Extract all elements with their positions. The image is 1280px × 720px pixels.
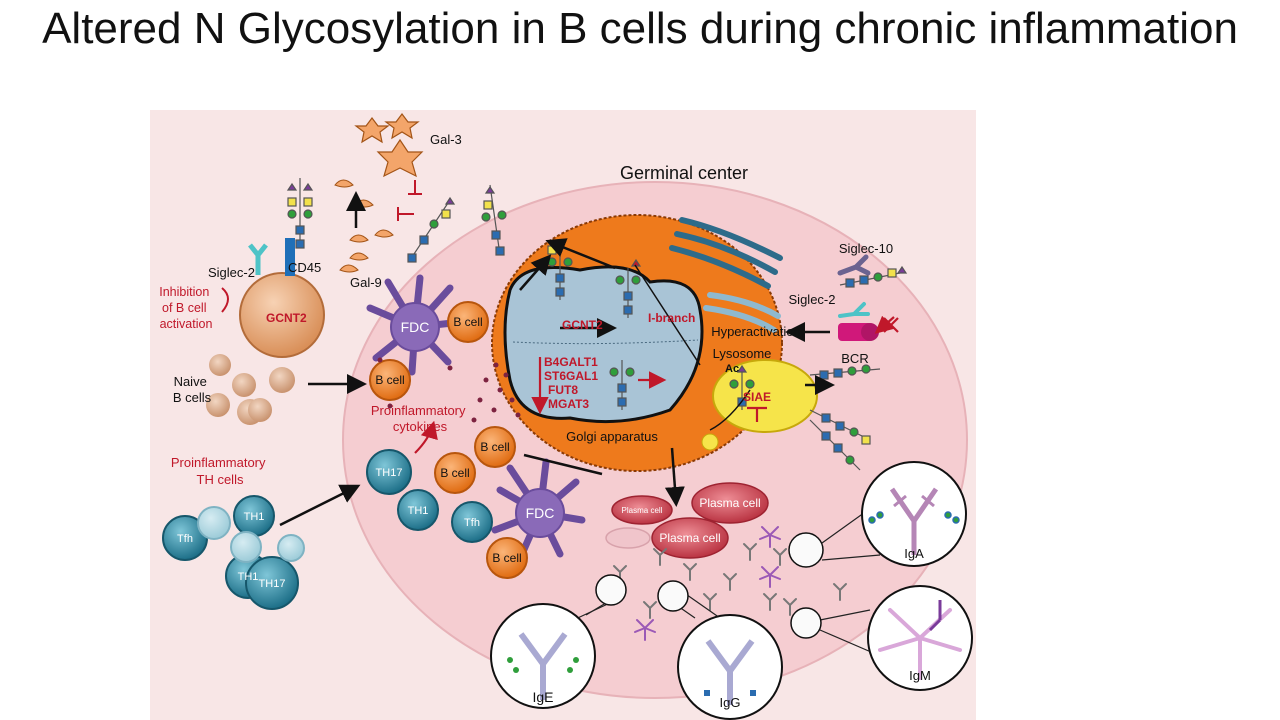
- glycosylation-diagram: Gal-3 CD45 Gal-9 Siglec-2 GCNT2 Inhibiti…: [150, 110, 976, 720]
- galectin-gal3: [354, 113, 424, 178]
- label-inhibition-line1: Inhibition: [159, 285, 209, 299]
- siglec10-receptor: [837, 254, 871, 276]
- label-siae: SIAE: [743, 390, 771, 404]
- label-ac: Ac: [725, 363, 739, 375]
- label-cd45: CD45: [288, 260, 321, 275]
- bcr-receptor: [838, 323, 879, 341]
- plasma-cells: [605, 482, 769, 559]
- label-b-cell-3: B cell: [480, 440, 509, 454]
- label-plasma-cell-3: Plasma cell: [659, 531, 720, 545]
- iga-zoom: [861, 461, 967, 567]
- ige-zoom: [490, 603, 596, 709]
- label-b-cell-2: B cell: [375, 373, 404, 387]
- label-th17-gc: TH17: [376, 467, 403, 479]
- slide-title: Altered N Glycosylation in B cells durin…: [42, 4, 1238, 53]
- label-b-cell-5: B cell: [492, 551, 521, 565]
- label-enzyme-st6gal1: ST6GAL1: [544, 369, 598, 383]
- label-siglec2-right: Siglec-2: [789, 292, 836, 307]
- label-proinflam-th-line2: TH cells: [197, 472, 244, 487]
- lysosome: [701, 359, 818, 451]
- siglec2-receptor-right: [838, 302, 870, 318]
- antibody-glyphs: [613, 543, 847, 619]
- label-siglec2-left: Siglec-2: [208, 265, 255, 280]
- naive-b-cells: [206, 354, 295, 425]
- label-golgi: Golgi apparatus: [566, 429, 658, 444]
- label-naive: Naive B cells: [173, 374, 212, 405]
- label-germinal-center: Germinal center: [620, 163, 748, 183]
- label-ibranch: I-branch: [648, 311, 695, 325]
- label-th1-left: TH1: [244, 511, 265, 523]
- label-inhibition-line3: activation: [160, 317, 213, 331]
- b-cells: [369, 301, 528, 579]
- label-inhibition-line2: of B cell: [162, 301, 206, 315]
- fdc-bottom: [491, 458, 586, 558]
- label-ige: IgE: [532, 689, 553, 705]
- fdc-top: [366, 274, 466, 376]
- igm-zoom: [867, 585, 973, 691]
- label-b-cell-1: B cell: [453, 315, 482, 329]
- zoom-circles-small: [595, 532, 824, 639]
- label-b-cell-4: B cell: [440, 466, 469, 480]
- label-proinflam-cytokines: Proinflammatory cytokines: [371, 403, 469, 434]
- label-plasma-cell-2: Plasma cell: [699, 496, 760, 510]
- label-enzyme-mgat3: MGAT3: [548, 397, 589, 411]
- label-bcr: BCR: [841, 351, 868, 366]
- label-hyperactivation: Hyperactivation: [711, 324, 801, 339]
- inhibited-b-cell: [239, 238, 325, 358]
- label-gal9: Gal-9: [350, 275, 382, 290]
- label-proinflam-cytokines-line2: cytokines: [393, 419, 448, 434]
- label-gcnt2-golgi: GCNT2: [562, 318, 603, 332]
- label-siglec10: Siglec-10: [839, 241, 893, 256]
- t-cells: [162, 449, 493, 610]
- label-igm: IgM: [909, 668, 931, 683]
- pentamer-glyphs: [634, 526, 781, 641]
- endoplasmic-reticulum: [669, 217, 783, 333]
- label-tfh-left: Tfh: [177, 533, 193, 545]
- label-gal3: Gal-3: [430, 132, 462, 147]
- label-th17-bottom: TH17: [259, 578, 286, 590]
- label-plasma-cell-1: Plasma cell: [622, 506, 663, 515]
- label-th1-gc: TH1: [408, 505, 429, 517]
- label-naive-line1: Naive: [174, 374, 207, 389]
- cytokine-dots: [377, 357, 521, 423]
- arrows: [279, 191, 835, 527]
- label-lysosome: Lysosome: [713, 346, 772, 361]
- label-enzymes: B4GALT1 ST6GAL1 FUT8 MGAT3: [544, 355, 601, 411]
- label-fdc-top: FDC: [401, 319, 430, 335]
- label-proinflam-cytokines-line1: Proinflammatory: [371, 403, 466, 418]
- igg-zoom: [677, 614, 783, 720]
- label-proinflam-th: Proinflammatory TH cells: [171, 455, 269, 487]
- label-igg: IgG: [720, 695, 741, 710]
- label-naive-line2: B cells: [173, 390, 212, 405]
- label-tfh-gc: Tfh: [464, 517, 480, 529]
- red-arrows: [414, 315, 899, 454]
- label-gcnt2-left: GCNT2: [266, 311, 307, 325]
- label-proinflam-th-line1: Proinflammatory: [171, 455, 266, 470]
- golgi-region: [503, 265, 704, 424]
- label-inhibition: Inhibition of B cell activation: [159, 285, 213, 331]
- siae-inhibit: [747, 406, 767, 422]
- label-iga: IgA: [904, 546, 924, 561]
- label-enzyme-fut8: FUT8: [548, 383, 578, 397]
- label-fdc-bottom: FDC: [526, 505, 555, 521]
- label-enzyme-b4galt1: B4GALT1: [544, 355, 598, 369]
- label-th1-bottom: TH1: [238, 571, 259, 583]
- galectin-gal9: [334, 179, 394, 273]
